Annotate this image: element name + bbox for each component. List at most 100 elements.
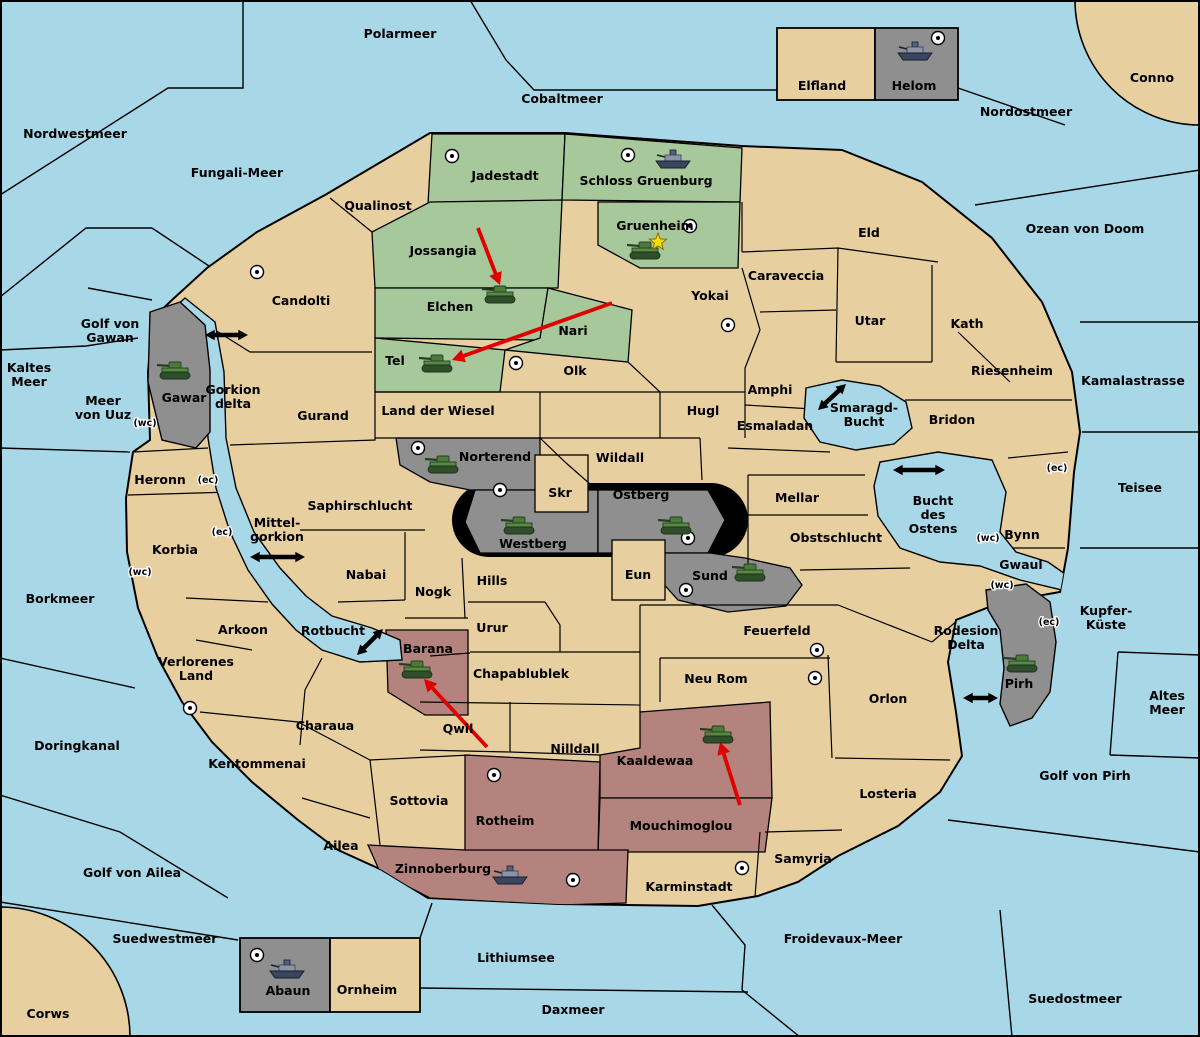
border-line xyxy=(301,797,371,819)
border-line xyxy=(931,619,959,643)
label-neu-rom: Neu Rom xyxy=(684,671,747,686)
region-corws[interactable] xyxy=(0,906,131,1037)
tank-unit[interactable] xyxy=(699,725,734,744)
border-line xyxy=(727,447,831,453)
region-conno[interactable] xyxy=(1074,0,1200,126)
border-line xyxy=(461,557,466,619)
border-line xyxy=(297,721,371,761)
arrowhead xyxy=(250,551,260,563)
tank-unit[interactable] xyxy=(481,285,516,304)
label-korbia: Korbia xyxy=(152,542,198,557)
sea-border xyxy=(999,909,1013,1037)
city-marker xyxy=(678,582,694,598)
label-ostberg: Ostberg xyxy=(613,487,670,502)
region-eun[interactable] xyxy=(611,539,666,601)
sea-border xyxy=(0,337,139,351)
border-line xyxy=(419,701,641,706)
battleship-unit[interactable] xyxy=(492,865,528,885)
label-borkmeer: Borkmeer xyxy=(26,591,96,606)
tank-unit[interactable] xyxy=(500,516,535,535)
label-yokai: Yokai xyxy=(690,288,729,303)
label-gruenheim: Gruenheim xyxy=(616,218,693,233)
label-doringkanal: Doringkanal xyxy=(34,738,120,753)
border-line xyxy=(419,749,511,753)
label-suedwestmeer: Suedwestmeer xyxy=(113,931,219,946)
label-kupfer: Kupfer- xyxy=(1080,603,1133,618)
label-ec: (ec) xyxy=(198,475,219,486)
region-sund[interactable] xyxy=(659,552,803,613)
border-line xyxy=(957,331,1011,383)
label-sund: Sund xyxy=(692,568,728,583)
label-ornheim: Ornheim xyxy=(337,982,397,997)
label-lithiumsee: Lithiumsee xyxy=(477,950,555,965)
label-olk: Olk xyxy=(563,363,587,378)
sea-border xyxy=(0,0,244,196)
border-line xyxy=(827,654,833,759)
tank-unit[interactable] xyxy=(657,516,692,535)
label-hills: Hills xyxy=(477,573,508,588)
label-caraveccia: Caraveccia xyxy=(748,268,824,283)
city-marker xyxy=(492,482,508,498)
region-elfland[interactable] xyxy=(776,27,876,101)
sea-border xyxy=(419,902,433,939)
label-rotbucht: Rotbucht xyxy=(301,623,365,638)
tank-unit[interactable] xyxy=(731,563,766,582)
label-qualinost: Qualinost xyxy=(344,198,411,213)
arrowhead xyxy=(818,399,829,410)
label-meer: Meer xyxy=(11,374,47,389)
sea-border xyxy=(741,989,801,1037)
tank-unit[interactable] xyxy=(424,455,459,474)
battleship-unit[interactable] xyxy=(655,149,691,169)
label-karminstadt: Karminstadt xyxy=(645,879,732,894)
tank-unit[interactable] xyxy=(398,660,433,679)
label-heronn: Heronn xyxy=(134,472,186,487)
city-marker xyxy=(682,218,698,234)
label-feuerfeld: Feuerfeld xyxy=(743,623,810,638)
label-nabai: Nabai xyxy=(346,567,387,582)
sea-border xyxy=(957,87,1066,126)
label-samyria: Samyria xyxy=(774,851,832,866)
region-rotheim[interactable] xyxy=(464,754,601,853)
sea-border xyxy=(711,904,746,991)
tank-unit[interactable] xyxy=(418,354,453,373)
label-golf-von-pirh: Golf von Pirh xyxy=(1039,768,1130,783)
label-bucht: Bucht xyxy=(844,414,885,429)
city-marker xyxy=(809,642,825,658)
arrowhead xyxy=(238,329,248,341)
label-von-uuz: von Uuz xyxy=(75,407,131,422)
label-golf-von: Golf von xyxy=(81,316,140,331)
region-jossangia[interactable] xyxy=(371,199,563,289)
label-kentommenai: Kentommenai xyxy=(208,756,306,771)
city-marker xyxy=(249,264,265,280)
label-wc: (wc) xyxy=(128,567,151,578)
arrowhead xyxy=(963,692,973,704)
region-elchen[interactable] xyxy=(374,287,549,341)
tank-unit[interactable] xyxy=(626,241,661,260)
city-marker xyxy=(444,148,460,164)
label-nogk: Nogk xyxy=(415,584,452,599)
battleship-unit[interactable] xyxy=(269,959,305,979)
region-ornheim[interactable] xyxy=(329,937,421,1013)
border-line xyxy=(337,599,406,603)
label-charaua: Charaua xyxy=(296,718,354,733)
capital-star-icon xyxy=(648,231,668,251)
label-eld: Eld xyxy=(858,225,880,240)
sea-border xyxy=(419,987,749,993)
label-land: Land xyxy=(179,668,213,683)
battleship-unit[interactable] xyxy=(897,41,933,61)
label-tel: Tel xyxy=(385,353,405,368)
label-meer: Meer xyxy=(85,393,121,408)
label-bridon: Bridon xyxy=(929,412,975,427)
strait-arrow xyxy=(250,551,305,563)
tank-unit[interactable] xyxy=(1003,654,1038,673)
border-line xyxy=(199,711,299,723)
label-ozean-von-doom: Ozean von Doom xyxy=(1026,221,1145,236)
tank-unit[interactable] xyxy=(156,361,191,380)
city-marker xyxy=(508,355,524,371)
label-golf-von-ailea: Golf von Ailea xyxy=(83,865,181,880)
region-skr[interactable] xyxy=(534,454,589,513)
border-line xyxy=(754,831,761,898)
label-elchen: Elchen xyxy=(427,299,474,314)
strait-arrow xyxy=(963,692,998,704)
label-westberg: Westberg xyxy=(499,536,567,551)
